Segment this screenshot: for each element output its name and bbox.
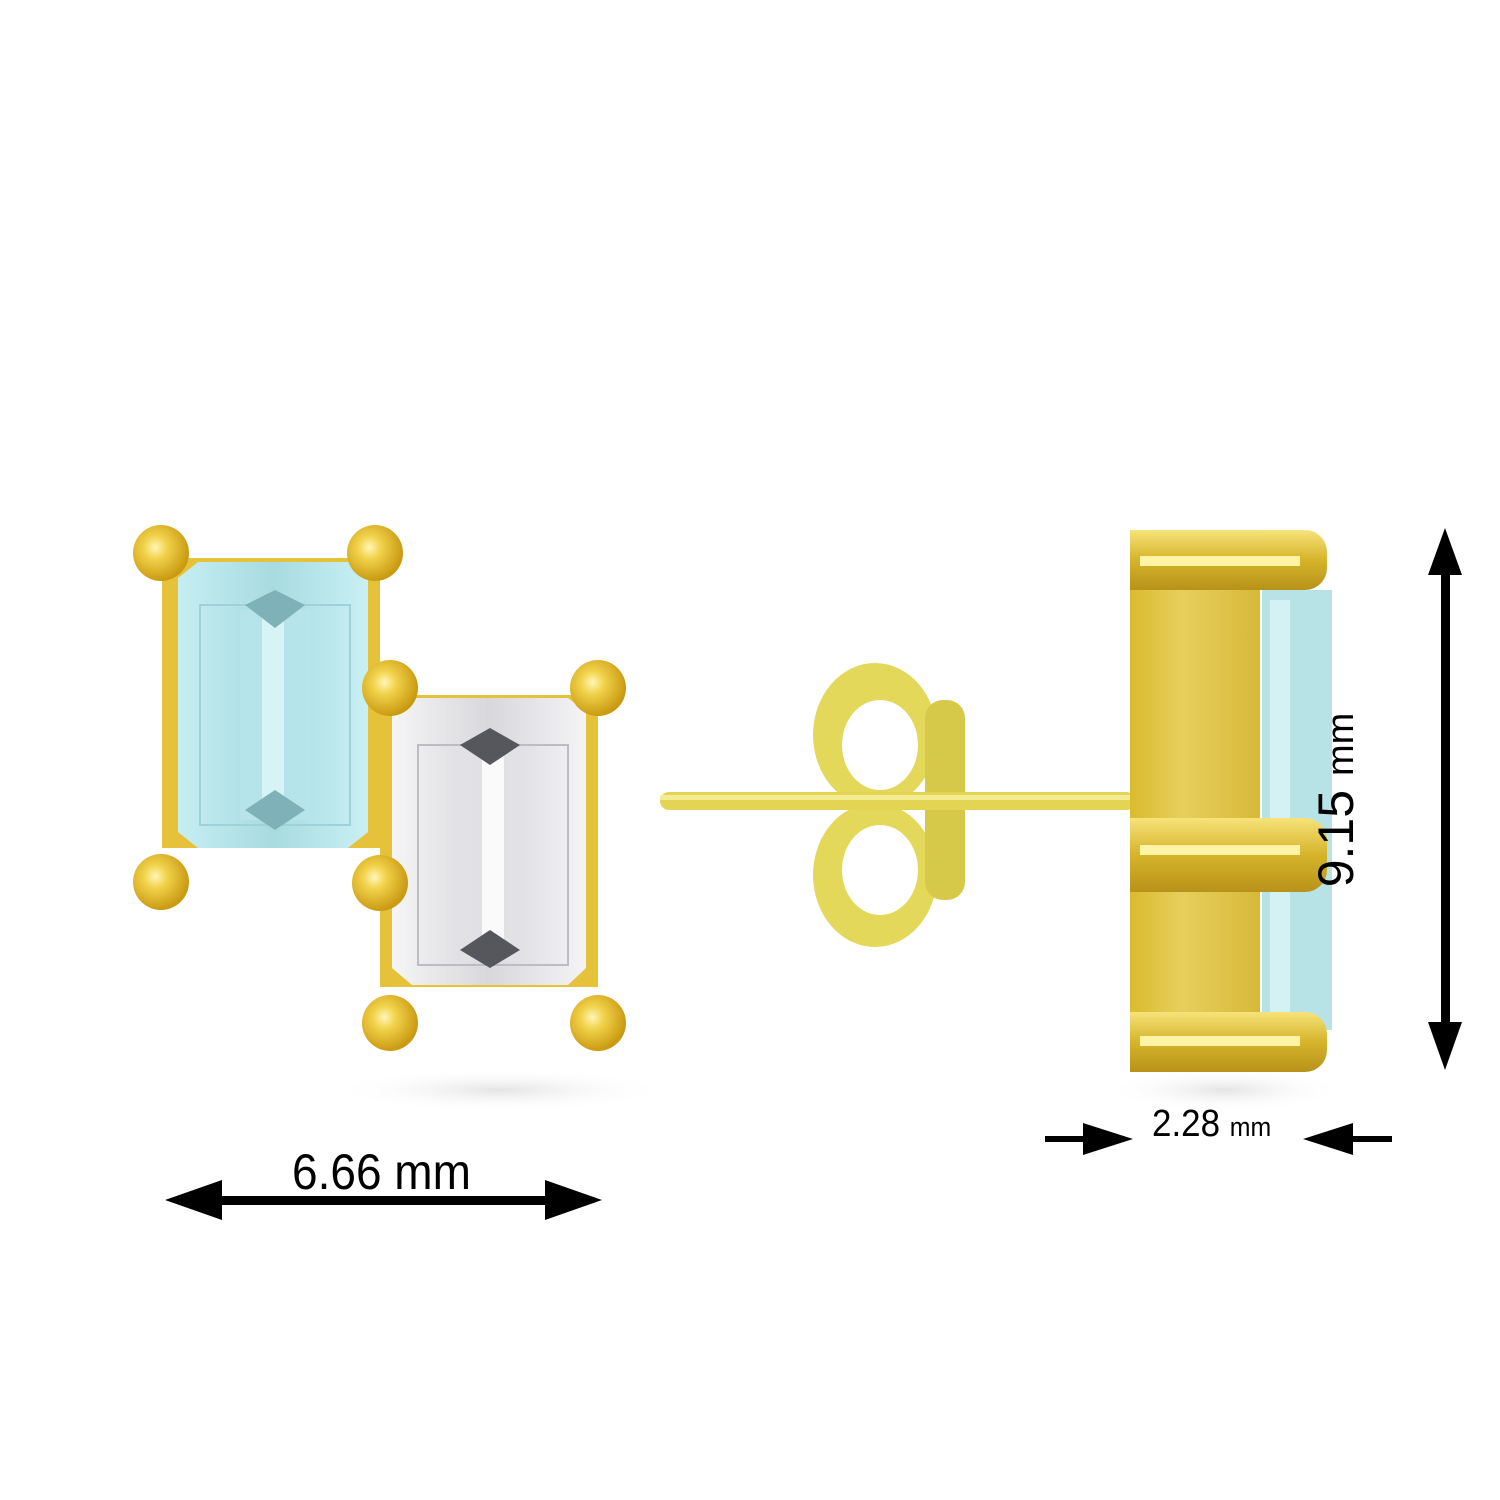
white-stud <box>352 660 626 1051</box>
depth-dimension-arrow <box>1045 1123 1392 1155</box>
height-dimension-arrow <box>1428 528 1462 1070</box>
height-value: 9.15 <box>1308 789 1364 888</box>
aquamarine-stud <box>133 525 403 910</box>
earring-back <box>813 663 965 947</box>
width-dimension-arrow <box>165 1180 602 1220</box>
depth-dimension-label: 2.28 mm <box>1152 1103 1271 1146</box>
earring-post <box>660 792 1135 810</box>
height-unit: mm <box>1320 712 1362 777</box>
height-dimension-label: 9.15 mm <box>1306 700 1366 900</box>
side-setting <box>1130 530 1332 1072</box>
depth-unit: mm <box>1229 1112 1272 1142</box>
depth-value: 2.28 <box>1152 1103 1221 1145</box>
width-dimension-label: 6.66 mm <box>292 1144 471 1200</box>
